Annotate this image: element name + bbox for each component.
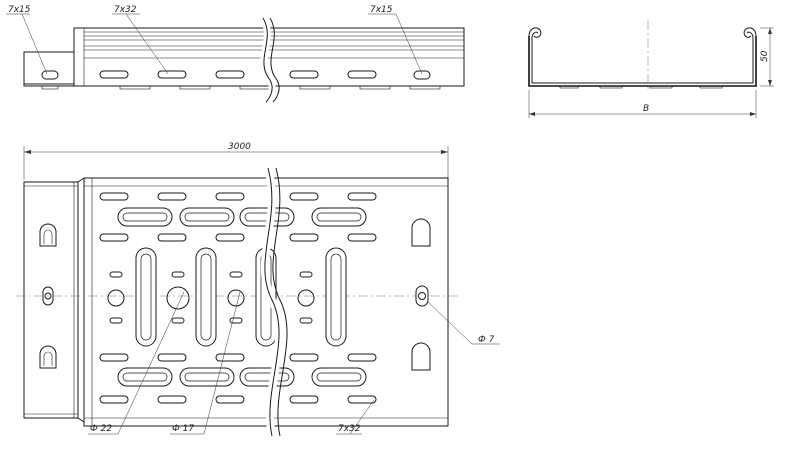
label-d22: Ф 22 bbox=[90, 424, 112, 434]
plan-view: 3000 bbox=[16, 142, 500, 437]
label-width-B: B bbox=[643, 104, 649, 114]
end-cutout-bottom bbox=[411, 342, 431, 371]
coupling-cutout-bottom bbox=[39, 345, 57, 369]
label-d7: Ф 7 bbox=[478, 335, 495, 345]
label-7x32-top: 7x32 bbox=[114, 5, 137, 15]
hole-7 bbox=[418, 292, 426, 300]
hole-22 bbox=[166, 286, 190, 310]
hole-small-left bbox=[107, 289, 125, 307]
plan-coupling-plate bbox=[23, 181, 79, 419]
label-7x15-left: 7x15 bbox=[8, 5, 31, 15]
side-hole-7x15 bbox=[41, 70, 59, 80]
plan-tray-bottom bbox=[83, 177, 449, 427]
side-hole-7x15-right bbox=[413, 70, 431, 80]
end-cutout-top bbox=[411, 218, 431, 247]
side-coupling bbox=[23, 51, 75, 87]
label-7x15-right: 7x15 bbox=[370, 5, 393, 15]
u-profile bbox=[528, 36, 757, 87]
label-height-50: 50 bbox=[760, 50, 770, 62]
cross-section-view: 50 B bbox=[528, 20, 774, 118]
side-view: 7x15 7x32 7x15 bbox=[6, 5, 465, 105]
label-d17: Ф 17 bbox=[172, 424, 194, 434]
hole-17 bbox=[227, 289, 245, 307]
label-7x32-bottom: 7x32 bbox=[338, 424, 361, 434]
label-length-3000: 3000 bbox=[228, 142, 251, 152]
coupling-cutout-top bbox=[39, 223, 57, 247]
